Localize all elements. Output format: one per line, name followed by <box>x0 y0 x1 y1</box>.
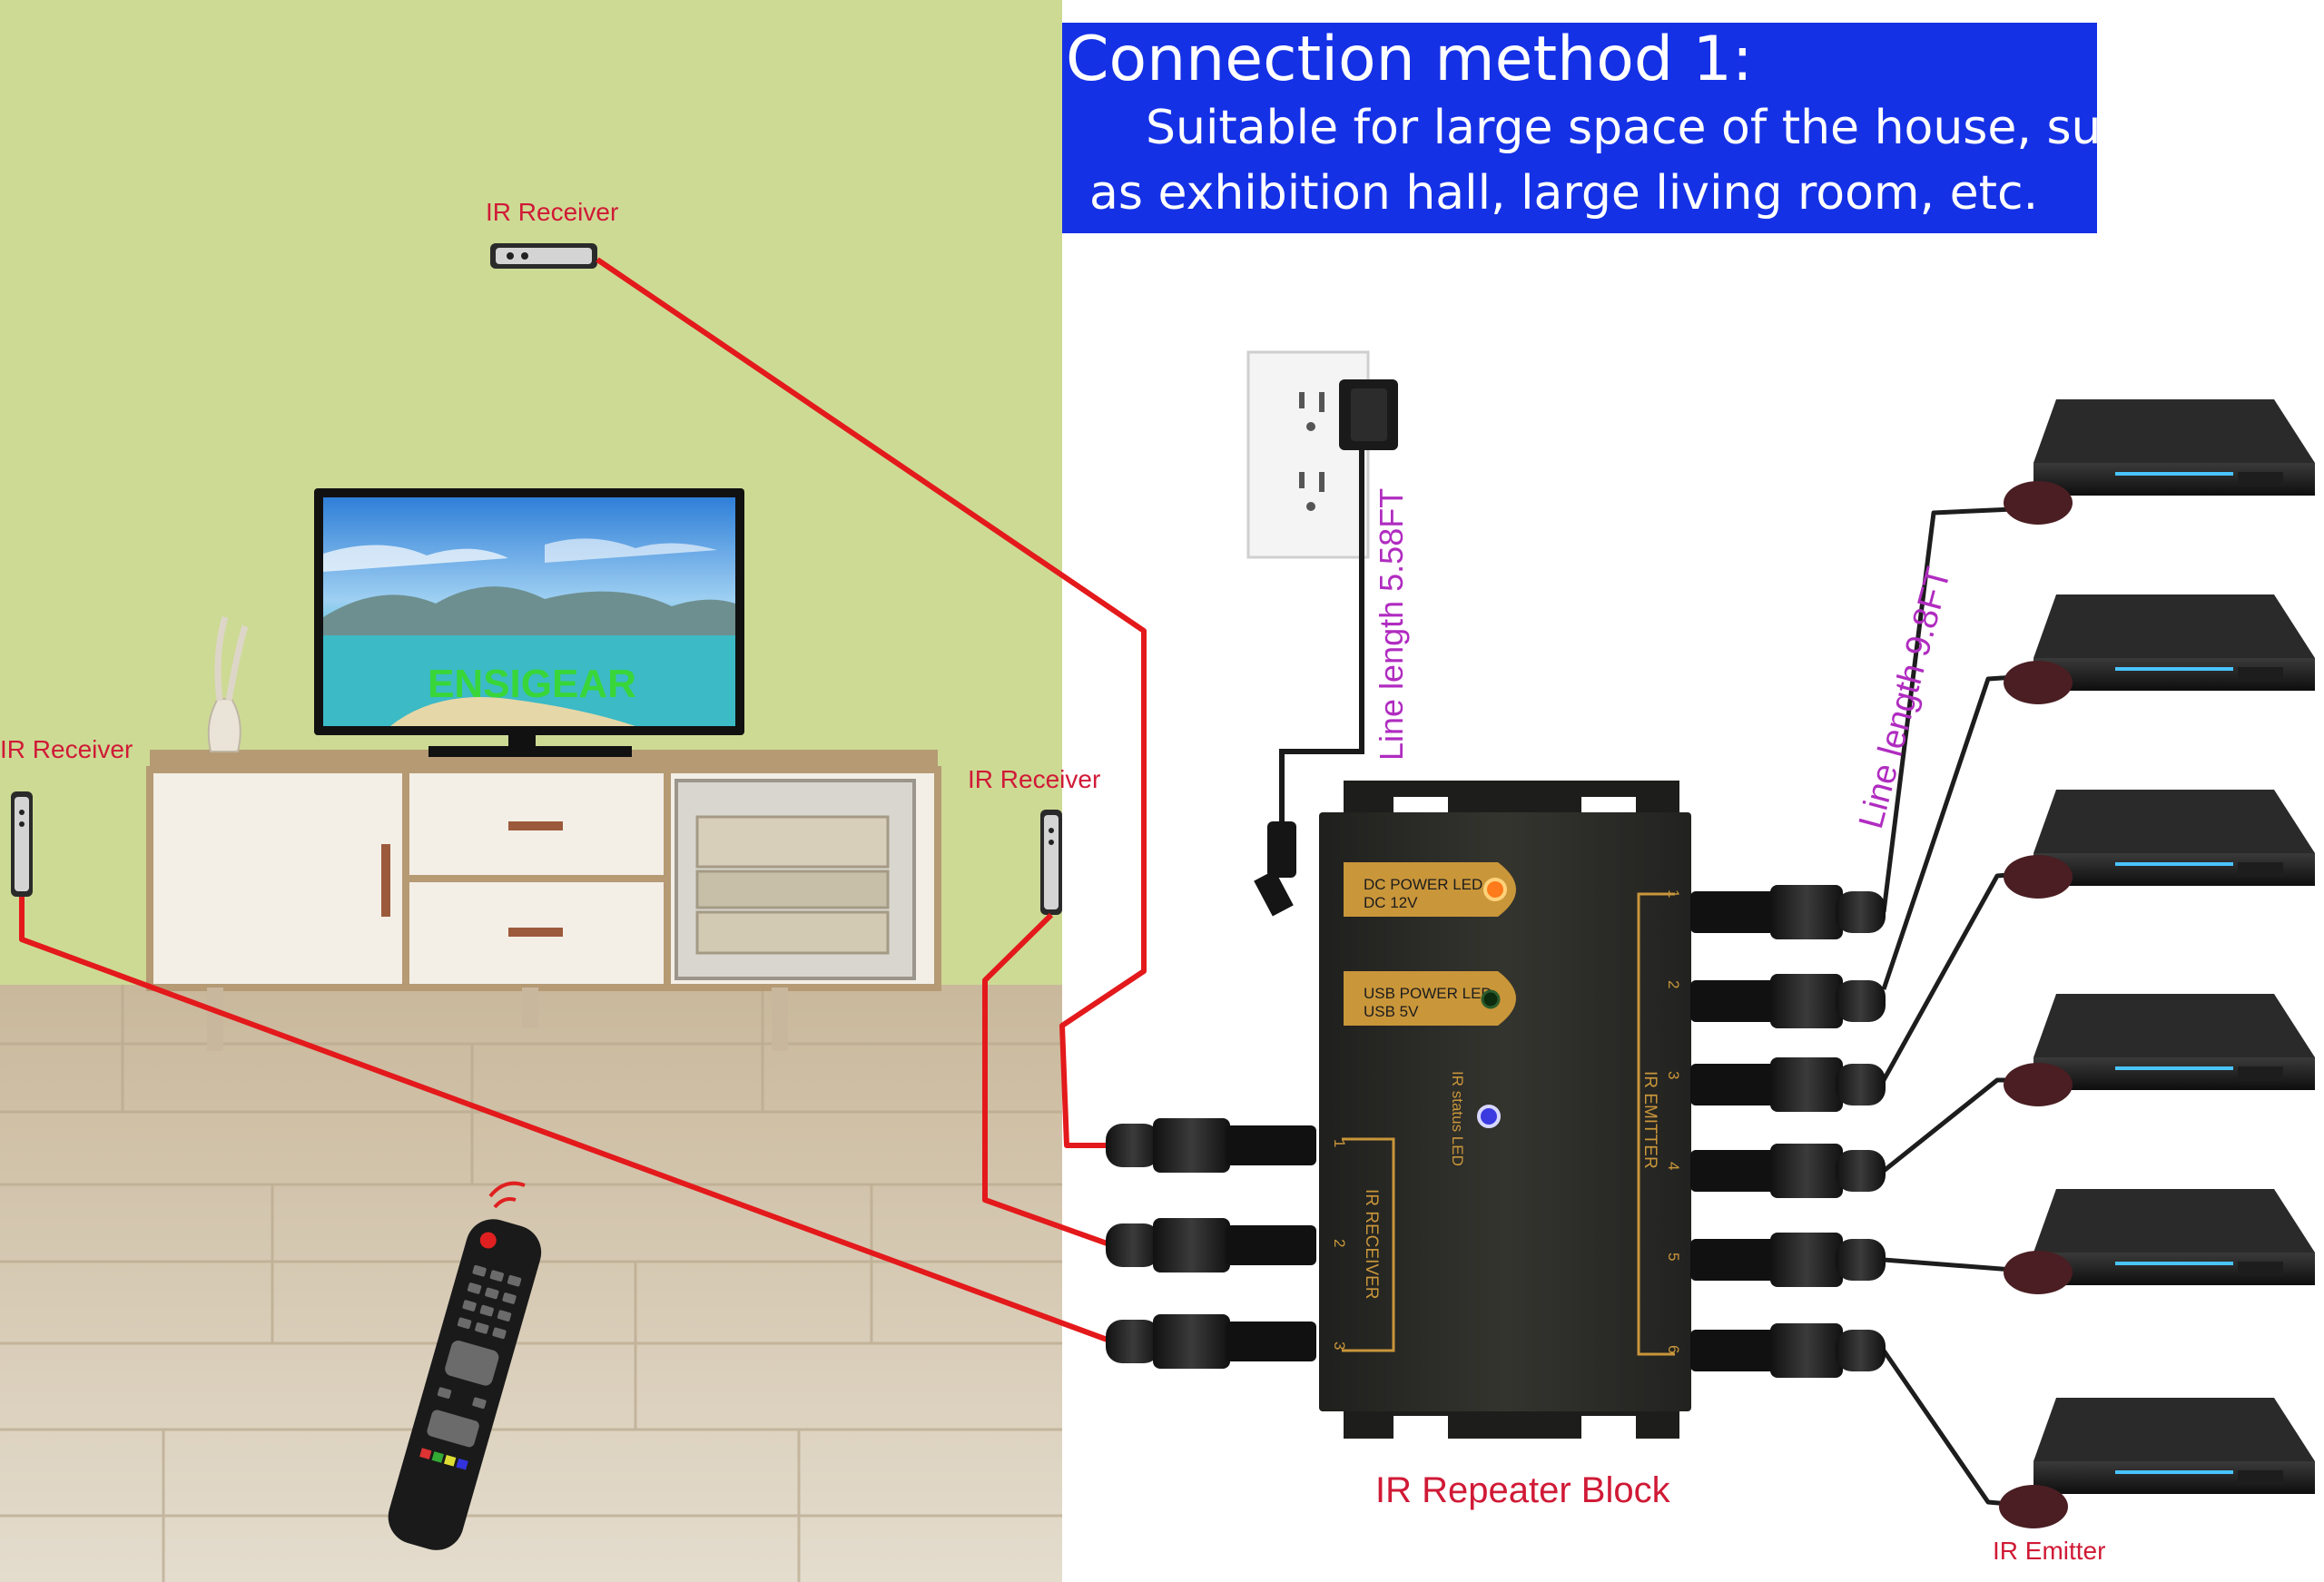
header-box: Connection method 1: Suitable for large … <box>1062 23 2157 233</box>
dc-power-led-plate <box>1344 862 1516 917</box>
ir-receiver-left <box>11 791 33 897</box>
emitter-plug-2 <box>1690 974 1886 1028</box>
cable-receiver-right <box>982 912 1114 1248</box>
ir-receiver-right <box>1040 810 1062 915</box>
receiver-port-2: 2 <box>1331 1239 1348 1247</box>
receiver-group-label: IR RECEIVER <box>1362 1189 1381 1299</box>
room-scene: ENSIGEAR <box>0 0 1100 1582</box>
dvd-player-4 <box>2004 994 2315 1106</box>
emitter-port-4: 4 <box>1665 1162 1682 1170</box>
ir-emitter-head-1 <box>2004 481 2073 525</box>
dvd-player-3 <box>2004 790 2315 899</box>
cable-emitter-3 <box>1881 870 2030 1082</box>
emitter-port-6: 6 <box>1665 1345 1682 1353</box>
receiver-port-1: 1 <box>1331 1139 1348 1147</box>
emitter-port-5: 5 <box>1665 1253 1682 1261</box>
ir-emitter-head-4 <box>2004 1063 2073 1106</box>
emitter-port-bracket <box>1637 892 1675 1356</box>
emitter-plug-6 <box>1690 1323 1886 1378</box>
label-ir-receiver-right: IR Receiver <box>968 765 1100 793</box>
dc-power-led-title: DC POWER LED <box>1364 876 1482 893</box>
label-line-length-power: Line length 5.58FT <box>1373 488 1410 761</box>
floor-planks <box>0 985 1062 1582</box>
cable-emitter-1 <box>1881 506 2034 913</box>
receiver-plug-3 <box>1106 1314 1316 1369</box>
emitter-plug-4 <box>1690 1144 1886 1198</box>
emitter-plugs <box>1690 885 1886 1378</box>
header-title: Connection method 1: <box>1066 24 1753 95</box>
cable-emitter-6 <box>1881 1349 2021 1508</box>
ir-repeater-block: DC POWER LED DC 12V USB POWER LED USB 5V… <box>1319 781 1691 1439</box>
receiver-port-bracket <box>1342 1137 1395 1352</box>
receiver-port-3: 3 <box>1331 1341 1348 1350</box>
cable-emitter-5 <box>1883 1257 2025 1273</box>
emitter-plug-3 <box>1690 1057 1886 1112</box>
cable-receiver-left <box>19 897 1114 1344</box>
receiver-plug-1 <box>1106 1118 1316 1173</box>
decor-vase <box>207 615 249 752</box>
dvd-player-5 <box>2004 1189 2315 1294</box>
usb-power-led-title: USB POWER LED <box>1364 985 1492 1002</box>
cable-power <box>1279 450 1364 826</box>
emitter-plug-5 <box>1690 1233 1886 1287</box>
ir-emitter-head-5 <box>2004 1251 2073 1294</box>
label-ir-receiver-left: IR Receiver <box>0 735 133 763</box>
usb-power-led-plate <box>1344 971 1516 1026</box>
ir-status-led-label: IR status LED <box>1449 1071 1466 1166</box>
label-line-length-emitter: Line length 9.8FT <box>1852 564 1958 833</box>
dvd-players <box>1999 399 2315 1528</box>
ir-receiver-top <box>490 243 597 269</box>
receiver-plugs <box>1106 1118 1316 1369</box>
emitter-port-1: 1 <box>1665 889 1682 898</box>
emitter-port-2: 2 <box>1665 980 1682 988</box>
label-ir-emitter: IR Emitter <box>1993 1537 2105 1565</box>
emitter-port-3: 3 <box>1665 1071 1682 1079</box>
dvd-player-6 <box>1999 1398 2315 1528</box>
tv-cabinet <box>146 750 941 1051</box>
tv-remote <box>388 1219 542 1550</box>
emitter-group-label: IR EMITTER <box>1640 1071 1659 1169</box>
dvd-player-1 <box>2004 399 2315 525</box>
ir-emitter-head-6 <box>1999 1485 2068 1528</box>
remote-signal-icon <box>488 1181 526 1209</box>
dvd-player-2 <box>2004 594 2315 704</box>
ir-status-led <box>1477 1105 1501 1128</box>
emitter-plug-1 <box>1690 885 1886 939</box>
ir-emitter-head-3 <box>2004 855 2073 899</box>
label-ir-receiver-top: IR Receiver <box>486 198 618 226</box>
cable-receiver-top <box>596 257 1147 1148</box>
television: ENSIGEAR <box>314 488 744 757</box>
wall-outlet <box>1246 350 1398 917</box>
ir-emitter-head-2 <box>2004 661 2073 704</box>
usb-power-led <box>1481 989 1501 1009</box>
receiver-plug-2 <box>1106 1218 1316 1272</box>
dc-power-led <box>1483 878 1507 901</box>
dc-power-led-sub: DC 12V <box>1364 894 1418 911</box>
label-repeater-block: IR Repeater Block <box>1375 1470 1671 1510</box>
usb-power-led-sub: USB 5V <box>1364 1003 1419 1020</box>
brand-label: ENSIGEAR <box>428 662 636 706</box>
receiver-cables <box>19 257 1147 1344</box>
header-line-2: as exhibition hall, large living room, e… <box>1089 166 2038 221</box>
header-line-1: Suitable for large space of the house, s… <box>1146 101 2157 155</box>
